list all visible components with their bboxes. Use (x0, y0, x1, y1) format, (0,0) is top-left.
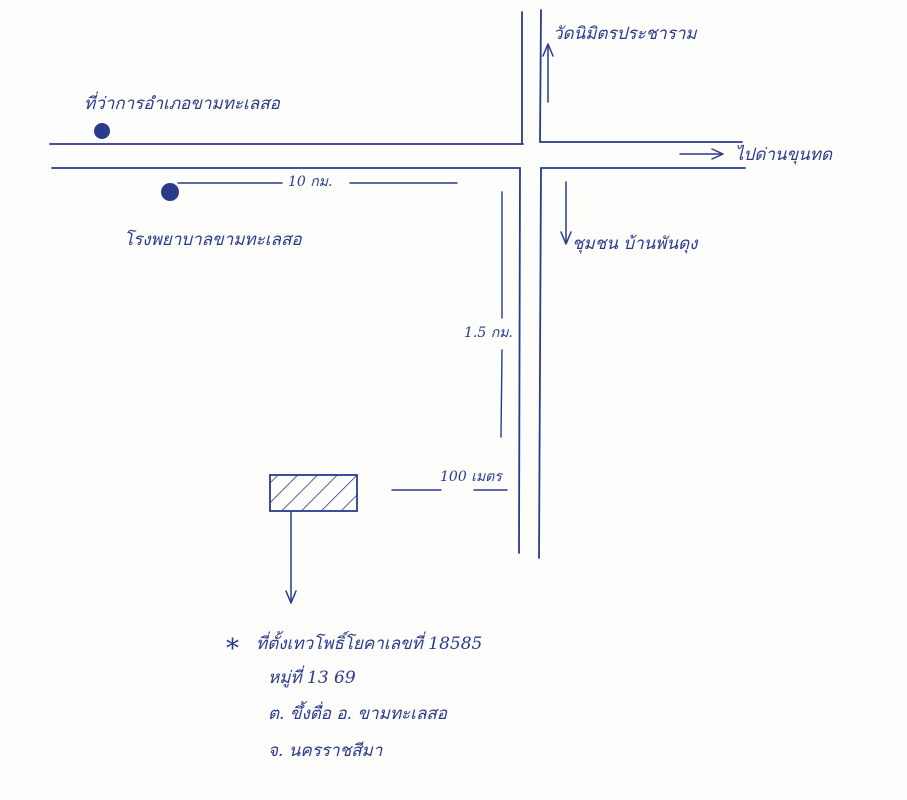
label-toward-east: ไปด่านขุนทด (735, 145, 833, 165)
distance-label-branch: 100 เมตร (440, 469, 502, 485)
distance-line-south (500, 191, 503, 438)
distance-label-south: 1.5 กม. (464, 325, 513, 341)
address-line-2: หมู่ที่ 13 69 (268, 668, 356, 688)
label-hospital: โรงพยาบาลขามทะเลสอ (124, 230, 302, 250)
east-west-road (49, 141, 746, 169)
label-temple-north: วัดนิมิตรประชาราม (553, 24, 697, 44)
destination-building (269, 474, 358, 512)
landmark-nw-dot (94, 123, 110, 139)
address-line-4: จ. นครราชสีมา (268, 741, 383, 761)
distance-label-west: 10 กม. (288, 174, 333, 190)
arrow-north (542, 43, 554, 103)
label-landmark-nw: ที่ว่าการอำเภอขามทะเลสอ (84, 94, 280, 114)
label-toward-south: ชุมชน บ้านพันดุง (572, 234, 698, 254)
hospital-dot (161, 183, 179, 201)
north-south-road (518, 9, 542, 559)
address-marker: * (226, 634, 239, 664)
address-line-3: ต. ขึ้งตื่อ อ. ขามทะเลสอ (268, 704, 447, 724)
arrow-east (679, 148, 724, 160)
address-line-1: ที่ตั้งเทวโพธิ์โยคาเลขที่ 18585 (256, 634, 483, 654)
arrow-south (560, 181, 572, 245)
